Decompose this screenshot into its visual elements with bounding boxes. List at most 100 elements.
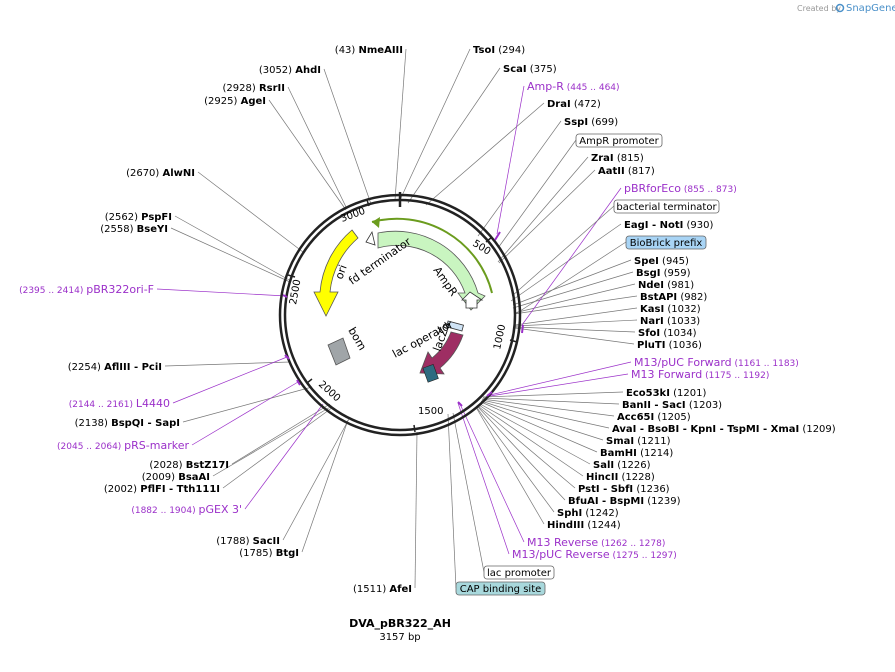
- site-pos: (1226): [614, 460, 651, 471]
- site-name: RsrII: [259, 83, 285, 94]
- primer-m13-puc-reverse[interactable]: M13/pUC Reverse (1275 .. 1297): [512, 548, 677, 561]
- site-nari[interactable]: NarI (1033): [640, 316, 700, 327]
- site-pos: (2670): [126, 168, 162, 179]
- site-pos: (981): [664, 280, 694, 291]
- site-agei[interactable]: (2925) AgeI: [204, 96, 266, 107]
- site-bstz17i[interactable]: (2028) BstZ17I: [149, 460, 229, 471]
- site-bsgi[interactable]: BsgI (959): [636, 268, 691, 279]
- connector-line: [156, 288, 287, 297]
- connector-line: [447, 413, 457, 589]
- site-kasi[interactable]: KasI (1032): [640, 304, 701, 315]
- primer-amp-r[interactable]: Amp-R (445 .. 464): [527, 80, 620, 93]
- site-sali[interactable]: SalI (1226): [593, 460, 651, 471]
- primer-prs-marker[interactable]: (2045 .. 2064) pRS-marker: [57, 439, 189, 452]
- ruler-tick-2500: [287, 274, 296, 278]
- feature-lacz-alpha[interactable]: lacZα: [419, 320, 464, 383]
- primer-name: M13 Reverse: [527, 536, 598, 549]
- connector-line: [477, 405, 576, 489]
- site-avai[interactable]: AvaI - BsoBI - KpnI - TspMI - XmaI (1209…: [612, 424, 836, 435]
- primer-pbrforeco[interactable]: pBRforEco (855 .. 873): [624, 182, 737, 195]
- connector-line: [514, 326, 636, 333]
- site-drai[interactable]: DraI (472): [547, 99, 601, 110]
- site-banii[interactable]: BanII - SacI (1203): [622, 400, 722, 411]
- site-name: SfoI: [638, 328, 660, 339]
- site-label-ndei: NdeI (981): [638, 280, 694, 291]
- site-ahdi[interactable]: (3052) AhdI: [259, 65, 321, 76]
- primer-l4440[interactable]: (2144 .. 2161) L4440: [69, 397, 170, 410]
- feature-box-ampr-promoter[interactable]: AmpR promoter: [575, 133, 663, 148]
- site-aatii[interactable]: AatII (817): [598, 166, 655, 177]
- primer-pgex-3[interactable]: (1882 .. 1904) pGEX 3': [131, 503, 242, 516]
- site-spei[interactable]: SpeI (945): [634, 256, 689, 267]
- site-name: BsgI: [636, 268, 660, 279]
- site-bstapi[interactable]: BstAPI (982): [640, 292, 707, 303]
- site-eagi[interactable]: EagI - NotI (930): [624, 220, 713, 231]
- site-bseyi[interactable]: (2558) BseYI: [100, 224, 168, 235]
- site-eco53ki[interactable]: Eco53kI (1201): [626, 388, 706, 399]
- site-tsoi[interactable]: TsoI (294): [473, 45, 525, 56]
- site-rsrii[interactable]: (2928) RsrII: [223, 83, 285, 94]
- feature-box-bacterial-terminator[interactable]: bacterial terminator: [613, 199, 720, 214]
- connector-line: [512, 271, 634, 309]
- site-acc65i[interactable]: Acc65I (1205): [617, 412, 691, 423]
- connector-line: [497, 139, 577, 249]
- feature-box-cap-binding-site[interactable]: CAP binding site: [455, 581, 546, 596]
- primer-m13-puc-forward[interactable]: M13/pUC Forward (1161 .. 1183): [634, 356, 799, 369]
- feature-box-biobrick-prefix[interactable]: BioBrick prefix: [625, 235, 707, 250]
- connector-line: [477, 406, 566, 501]
- ruler-tick-1500: [413, 424, 416, 433]
- site-label-kasi: KasI (1032): [640, 304, 701, 315]
- site-smai[interactable]: SmaI (1211): [606, 436, 671, 447]
- site-name: HindIII: [547, 520, 584, 531]
- primer-m13-forward[interactable]: M13 Forward (1175 .. 1192): [631, 368, 769, 381]
- site-label-smai: SmaI (1211): [606, 436, 671, 447]
- primer-label-amp-r: Amp-R (445 .. 464): [527, 80, 620, 93]
- feature-bom[interactable]: bom: [327, 325, 369, 366]
- site-label-bsaai: (2009) BsaAI: [142, 472, 210, 483]
- primer-m13-reverse[interactable]: M13 Reverse (1262 .. 1278): [527, 536, 665, 549]
- connector-line: [394, 48, 407, 201]
- site-hindiii[interactable]: HindIII (1244): [547, 520, 621, 531]
- site-hincii[interactable]: HincII (1228): [586, 472, 655, 483]
- site-zrai[interactable]: ZraI (815): [591, 153, 644, 164]
- primer-range: (1882 .. 1904): [131, 506, 198, 516]
- ruler-tick-1000: [509, 339, 518, 343]
- site-name: PflFI: [140, 484, 165, 495]
- primer-range: (2045 .. 2064): [57, 442, 124, 452]
- site-sfoi[interactable]: SfoI (1034): [638, 328, 697, 339]
- site-label-bfuai: BfuAI - BspMI (1239): [568, 496, 681, 507]
- site-bamhi[interactable]: BamHI (1214): [600, 448, 673, 459]
- connector-line: [510, 223, 622, 302]
- site-pspfi[interactable]: (2562) PspFI: [105, 212, 172, 223]
- site-pflfi[interactable]: (2002) PflFI - Tth111I: [104, 484, 220, 495]
- site-psti[interactable]: PstI - SbfI (1236): [578, 484, 670, 495]
- site-afei[interactable]: (1511) AfeI: [353, 584, 412, 595]
- site-label-hindiii: HindIII (1244): [547, 520, 621, 531]
- primer-name: M13/pUC Reverse: [512, 548, 610, 561]
- primer-pbr322ori-f[interactable]: (2395 .. 2414) pBR322ori-F: [19, 283, 154, 296]
- site-alwni[interactable]: (2670) AlwNI: [126, 168, 195, 179]
- site-pos: (1244): [584, 520, 621, 531]
- site-bsaai[interactable]: (2009) BsaAI: [142, 472, 210, 483]
- site-sacii[interactable]: (1788) SacII: [216, 536, 280, 547]
- site-nmeaiii[interactable]: (43) NmeAIII: [335, 45, 403, 56]
- site-sphi[interactable]: SphI (1242): [557, 508, 619, 519]
- site-scai[interactable]: ScaI (375): [503, 64, 557, 75]
- site-label-bstapi: BstAPI (982): [640, 292, 707, 303]
- site-label-nari: NarI (1033): [640, 316, 700, 327]
- site-afliii[interactable]: (2254) AflIII - PciI: [68, 362, 162, 373]
- site-pos: (2028): [149, 460, 185, 471]
- site-bspqi[interactable]: (2138) BspQI - SapI: [75, 418, 180, 429]
- site-label-banii: BanII - SacI (1203): [622, 400, 722, 411]
- site-bfuai[interactable]: BfuAI - BspMI (1239): [568, 496, 681, 507]
- site-ndei[interactable]: NdeI (981): [638, 280, 694, 291]
- site-sspi[interactable]: SspI (699): [564, 117, 618, 128]
- feature-box-lac-promoter[interactable]: lac promoter: [483, 565, 555, 580]
- site-btgi[interactable]: (1785) BtgI: [239, 548, 299, 559]
- primer-marks: [282, 231, 524, 407]
- feature-ori[interactable]: ori: [313, 229, 359, 317]
- site-pluti[interactable]: PluTI (1036): [637, 340, 702, 351]
- feature-label-ori: ori: [333, 263, 350, 281]
- ruler-label-1500: 1500: [418, 406, 443, 417]
- site-pos: (1785): [239, 548, 275, 559]
